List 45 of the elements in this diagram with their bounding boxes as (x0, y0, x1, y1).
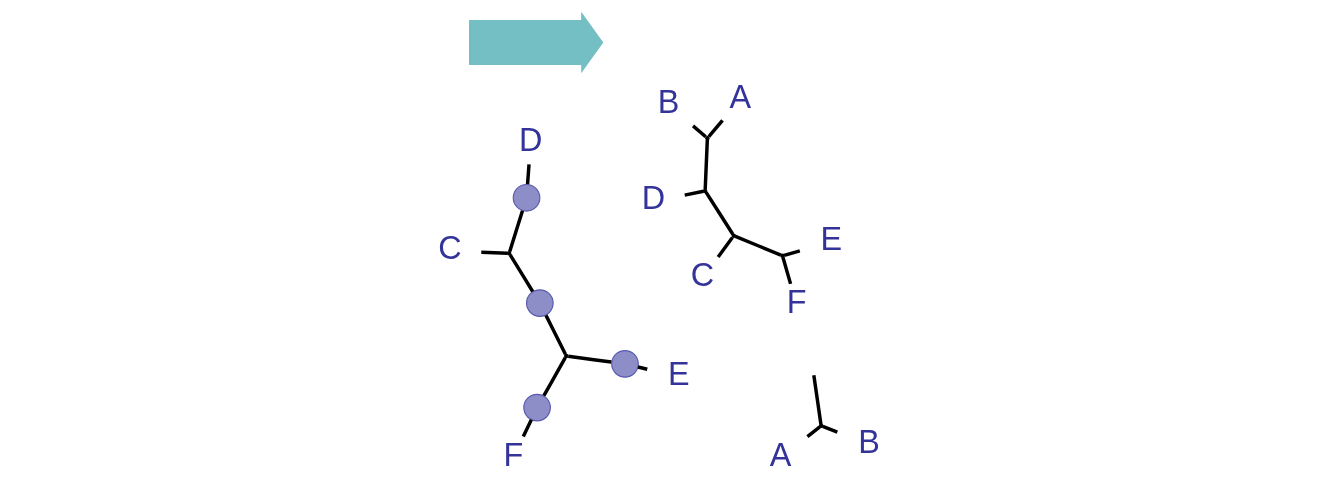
connector (703, 139, 710, 189)
node-text: B (657, 83, 680, 120)
node-text: C (438, 229, 462, 266)
node-circle (523, 393, 551, 421)
connector (542, 356, 567, 396)
connector (481, 250, 508, 255)
node-point (780, 253, 785, 258)
node-point (705, 135, 710, 140)
node-text: E (820, 220, 843, 257)
connector (783, 248, 801, 257)
node-text: B (858, 423, 880, 460)
node-text: A (769, 436, 792, 473)
connector (716, 236, 734, 258)
node-point (702, 188, 708, 193)
node-circle (611, 349, 639, 378)
node-point (506, 250, 512, 256)
node-text: E (667, 355, 690, 392)
connector (684, 189, 704, 197)
node-circle (512, 183, 541, 212)
connector (781, 256, 793, 284)
node-arrow (469, 11, 604, 73)
connector (734, 234, 782, 257)
node-text: D (518, 121, 543, 158)
connector (812, 374, 823, 424)
connector (707, 118, 724, 138)
connector (637, 364, 648, 371)
node-text: F (786, 283, 807, 320)
node-text: F (503, 436, 524, 473)
connector (508, 209, 525, 252)
node-text: A (729, 78, 752, 115)
node-point (731, 233, 737, 238)
connector (508, 253, 535, 292)
node-text: C (690, 256, 715, 293)
connector (568, 354, 612, 364)
connector (806, 425, 821, 438)
connector (521, 418, 533, 437)
connector (525, 163, 531, 184)
node-circle (525, 288, 554, 317)
connector (704, 191, 735, 235)
connector (544, 314, 567, 355)
connector (822, 424, 838, 434)
node-point (818, 423, 824, 428)
connector (691, 124, 707, 138)
node-text: D (641, 179, 666, 216)
node-point (564, 353, 569, 358)
